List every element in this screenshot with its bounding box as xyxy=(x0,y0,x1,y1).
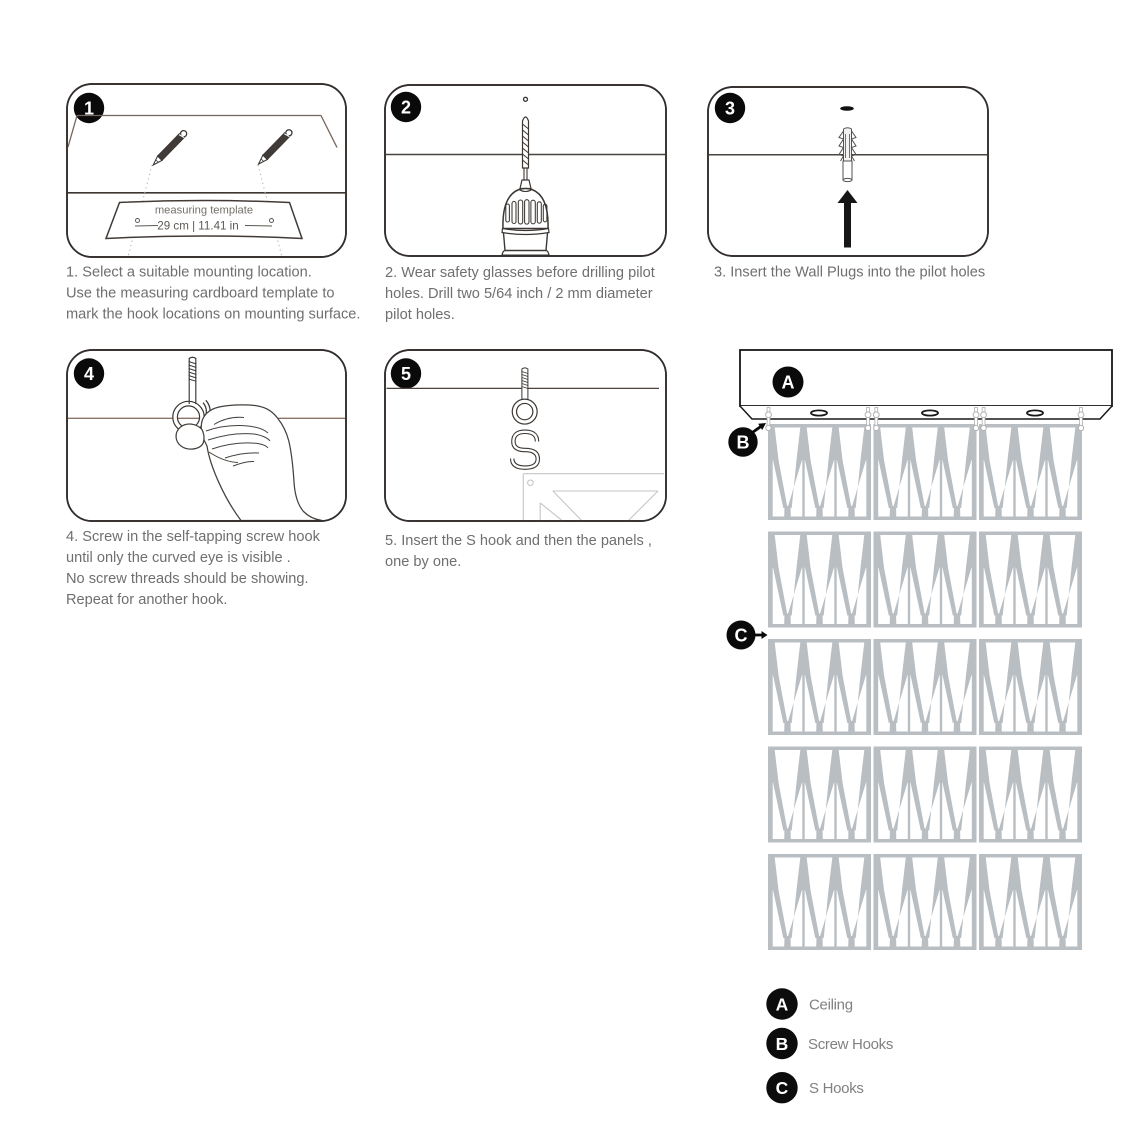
svg-text:one by one.: one by one. xyxy=(385,554,461,570)
svg-text:measuring template: measuring template xyxy=(155,205,253,217)
svg-text:4. Screw in the self-tapping s: 4. Screw in the self-tapping screw hook xyxy=(66,529,321,545)
svg-text:4: 4 xyxy=(84,364,94,384)
svg-text:Use the measuring cardboard te: Use the measuring cardboard template to xyxy=(66,286,335,302)
svg-text:No screw threads should be sho: No screw threads should be showing. xyxy=(66,571,309,587)
svg-text:1: 1 xyxy=(84,98,94,118)
svg-text:1. Select a suitable mounting: 1. Select a suitable mounting location. xyxy=(66,265,312,281)
svg-text:2. Wear safety glasses before: 2. Wear safety glasses before drilling p… xyxy=(385,265,655,281)
svg-text:3. Insert the Wall Plugs into: 3. Insert the Wall Plugs into the pilot … xyxy=(714,265,985,281)
svg-text:A: A xyxy=(782,373,795,393)
svg-text:2: 2 xyxy=(401,97,411,117)
svg-text:5. Insert the S hook and then: 5. Insert the S hook and then the panels… xyxy=(385,533,652,549)
svg-text:3: 3 xyxy=(725,98,735,118)
svg-text:S Hooks: S Hooks xyxy=(809,1080,864,1097)
svg-text:pilot holes.: pilot holes. xyxy=(385,307,455,323)
svg-text:Screw Hooks: Screw Hooks xyxy=(808,1036,893,1053)
svg-text:B: B xyxy=(776,1034,789,1054)
svg-text:Ceiling: Ceiling xyxy=(809,996,853,1013)
svg-text:C: C xyxy=(735,626,748,646)
svg-text:29 cm | 11.41 in: 29 cm | 11.41 in xyxy=(157,220,238,233)
svg-text:B: B xyxy=(737,433,750,453)
svg-text:Repeat for another hook.: Repeat for another hook. xyxy=(66,592,227,608)
svg-text:5: 5 xyxy=(401,364,411,384)
svg-text:holes. Drill two 5/64 inch / 2: holes. Drill two 5/64 inch / 2 mm diamet… xyxy=(385,286,653,302)
svg-text:C: C xyxy=(776,1078,789,1098)
svg-text:A: A xyxy=(776,994,789,1014)
svg-text:until only the curved eye is v: until only the curved eye is visible . xyxy=(66,550,291,566)
svg-text:mark the hook locations on mou: mark the hook locations on mounting surf… xyxy=(66,307,360,323)
